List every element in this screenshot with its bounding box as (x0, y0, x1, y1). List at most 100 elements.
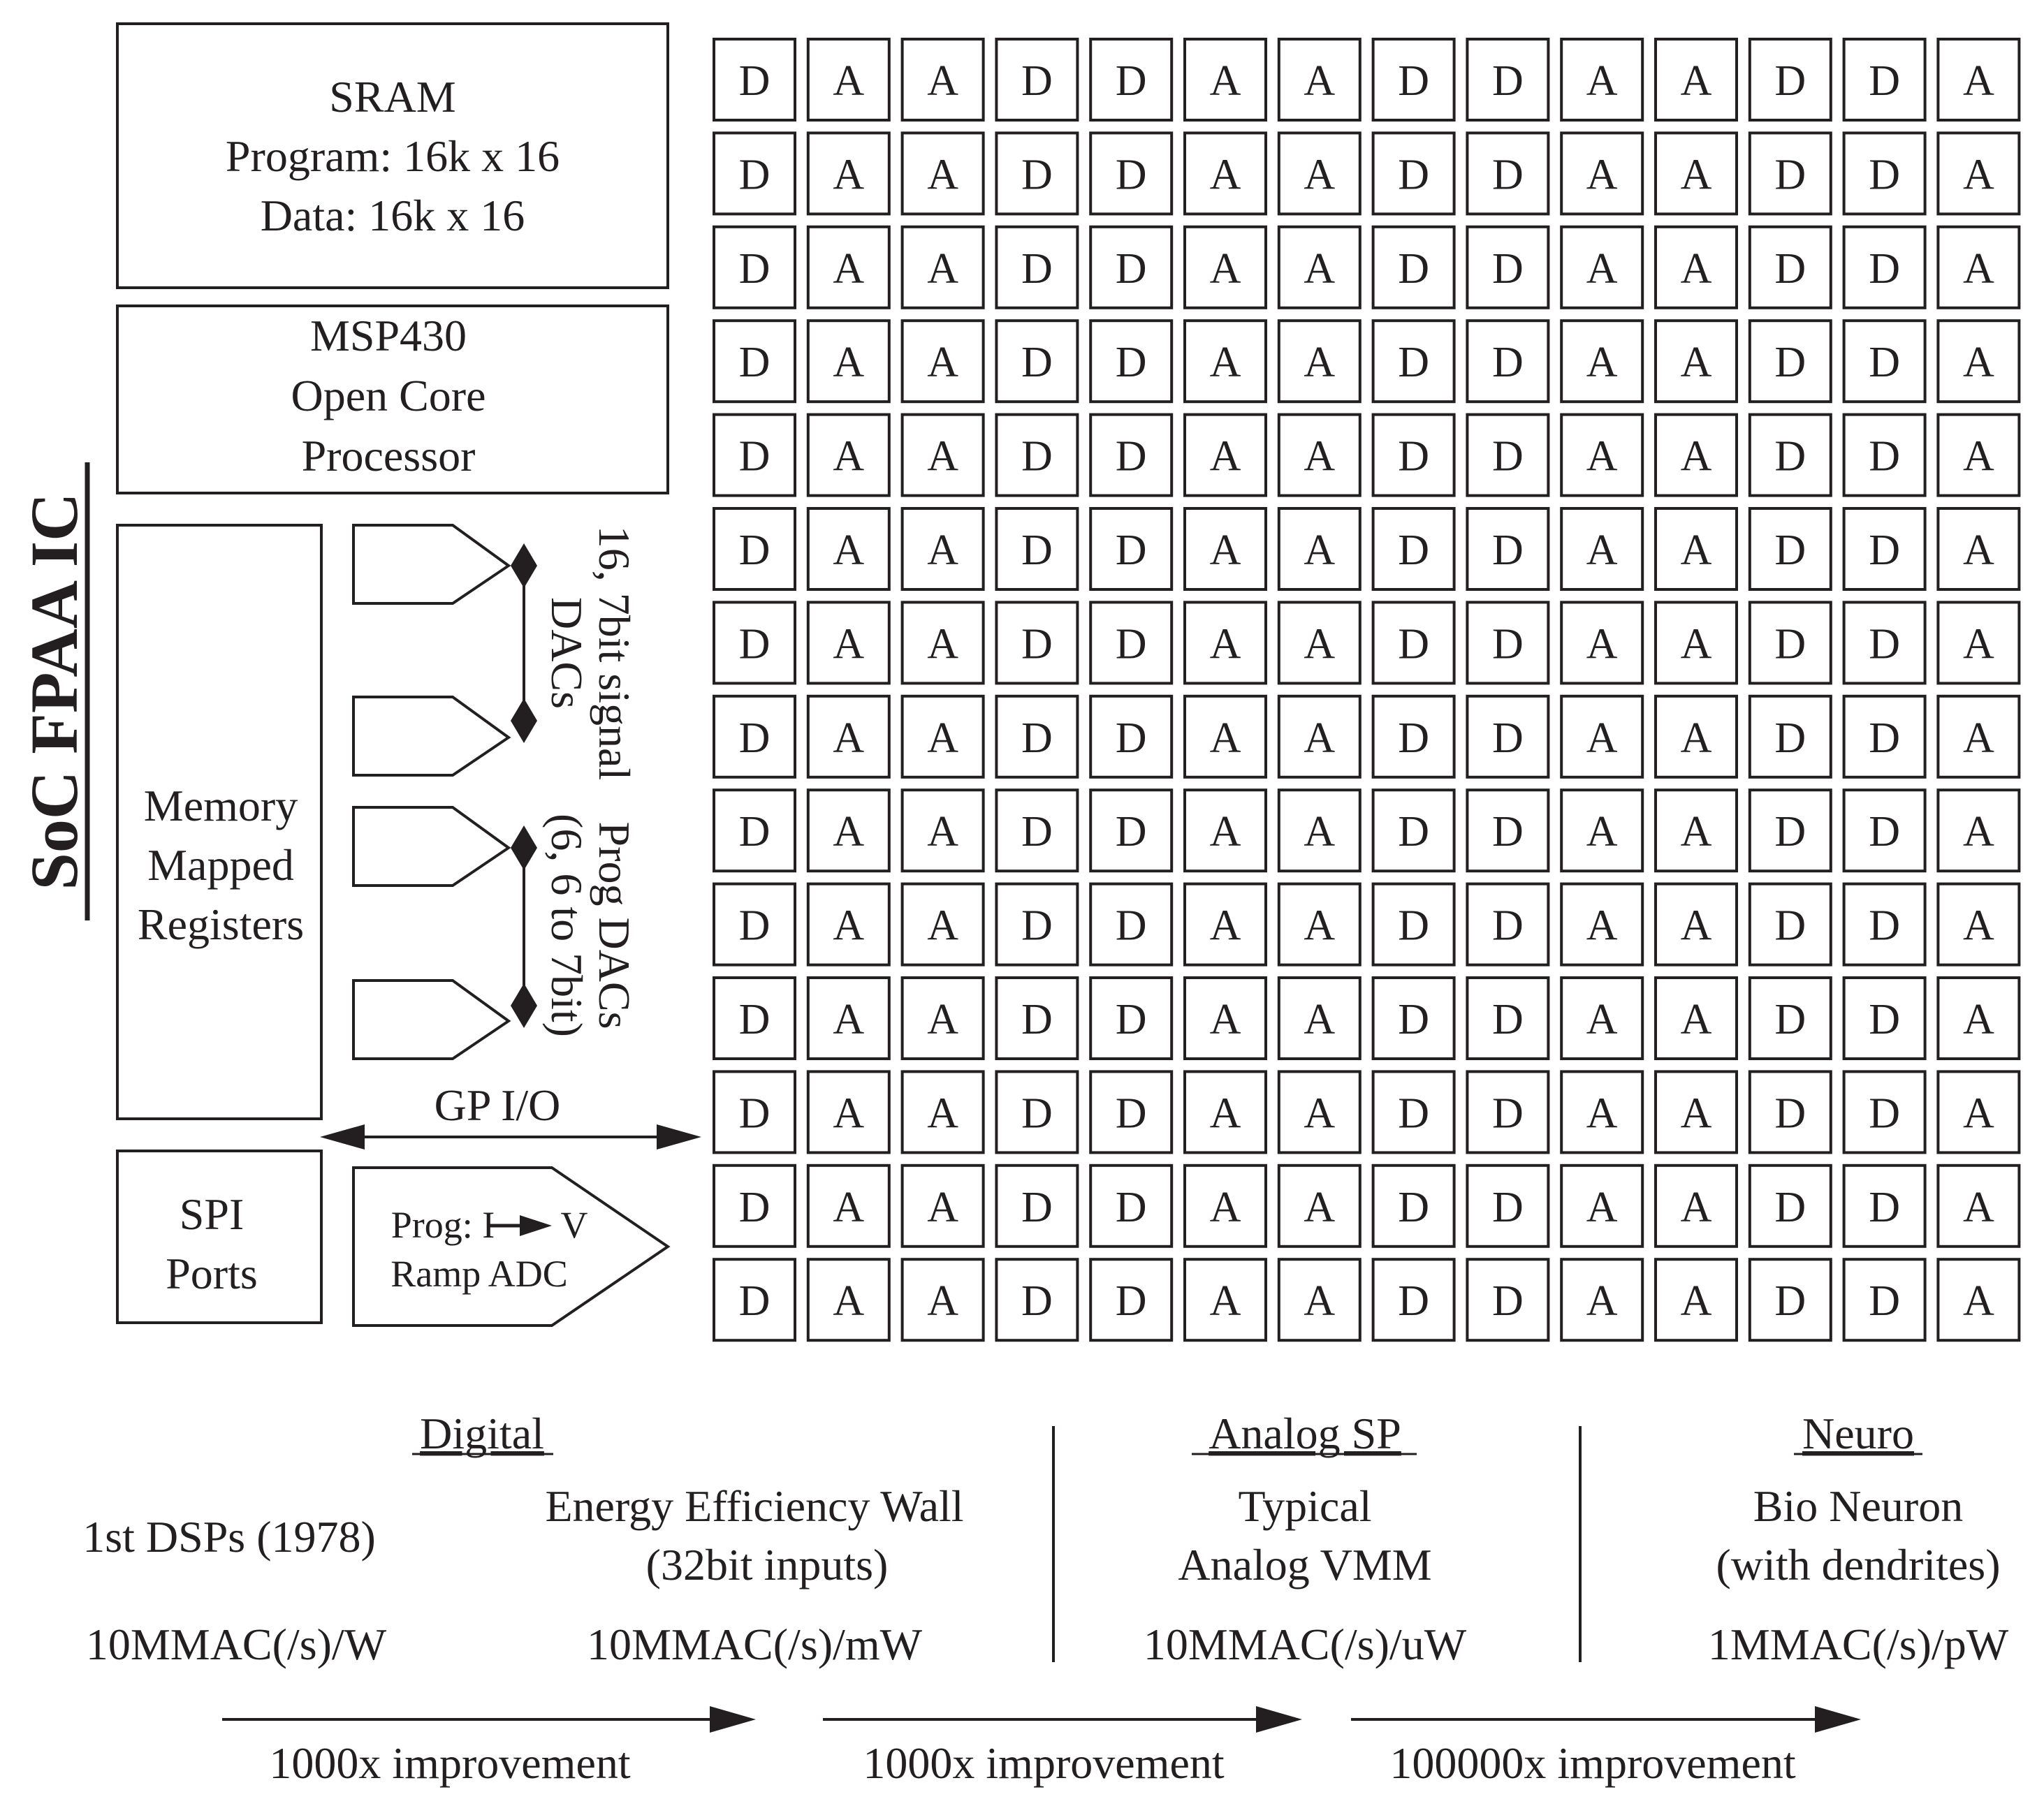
processor-line1: MSP430 (310, 311, 467, 360)
analog-tile-label: A (1963, 433, 1994, 480)
digital-tile-label: D (1774, 902, 1806, 950)
digital-tile-label: D (1021, 1089, 1053, 1137)
neuro-value: 1MMAC(/s)/pW (1708, 1620, 2009, 1669)
digital-tile-label: D (1492, 996, 1524, 1043)
analog-tile-label: A (1681, 527, 1712, 574)
digital-tile-label: D (1492, 902, 1524, 950)
analog-tile-label: A (927, 902, 958, 950)
digital-tile: D (713, 1163, 796, 1248)
digital-tile-label: D (1774, 996, 1806, 1043)
digital-wall-value: 10MMAC(/s)/mW (587, 1620, 923, 1669)
analog-tile-label: A (1304, 57, 1335, 105)
analog-tile-label: A (927, 996, 958, 1043)
analog-tile: A (900, 976, 985, 1060)
digital-tile-label: D (1116, 57, 1147, 105)
digital-tile: D (1371, 413, 1456, 497)
analog-tile: A (900, 507, 985, 591)
analog-tile: A (1560, 1163, 1644, 1248)
analog-tile: A (1654, 319, 1738, 404)
analog-tile: A (900, 1163, 985, 1248)
analog-tile: A (1277, 38, 1362, 122)
digital-tile: D (995, 1163, 1079, 1248)
digital-tile: D (1842, 319, 1927, 404)
analog-tile-label: A (1304, 902, 1335, 950)
digital-tile-label: D (739, 1277, 771, 1325)
digital-tile-label: D (1869, 1089, 1900, 1137)
digital-tile-label: D (739, 714, 771, 762)
digital-tile-label: D (1492, 620, 1524, 668)
analog-tile: A (900, 413, 985, 497)
analog-tile: A (1183, 882, 1267, 967)
digital-tile: D (713, 788, 796, 873)
prog-dacs-label: Prog DACs (6, 6 to 7bit) (542, 814, 639, 1037)
digital-tile: D (1748, 319, 1832, 404)
analog-tile-label: A (1963, 57, 1994, 105)
analog-tile: A (1560, 882, 1644, 967)
digital-tile-label: D (739, 151, 771, 198)
analog-tile: A (1560, 788, 1644, 873)
analog-tile-label: A (1304, 1277, 1335, 1325)
digital-tile: D (1371, 694, 1456, 779)
analog-tile: A (1654, 601, 1738, 685)
digital-tile: D (995, 507, 1079, 591)
digital-tile: D (1089, 131, 1174, 216)
digital-tile-label: D (739, 527, 771, 574)
signal-dacs-line2: DACs (542, 597, 592, 709)
analog-tile-label: A (1586, 245, 1618, 293)
digital-tile-label: D (1021, 57, 1053, 105)
digital-tile-label: D (1398, 57, 1429, 105)
analog-tile-label: A (833, 433, 864, 480)
digital-tile-label: D (1774, 151, 1806, 198)
analog-tile-label: A (1586, 902, 1618, 950)
digital-tile-label: D (1398, 527, 1429, 574)
analog-tile-label: A (833, 1089, 864, 1137)
analog-tile: A (806, 319, 891, 404)
prog-dacs (352, 806, 511, 1060)
digital-tile: D (1371, 882, 1456, 967)
analog-tile: A (806, 1163, 891, 1248)
adc-ramp-label: Ramp ADC (390, 1253, 568, 1295)
digital-tile-label: D (739, 1089, 771, 1137)
analog-tile: A (1936, 694, 2021, 779)
digital-tile: D (1842, 976, 1927, 1060)
digital-tile-label: D (1398, 620, 1429, 668)
digital-tile: D (995, 1070, 1079, 1154)
digital-tile: D (1842, 1258, 1927, 1342)
spi-line2: Ports (166, 1249, 258, 1298)
analog-tile-label: A (1963, 1184, 1994, 1231)
analog-tile: A (900, 319, 985, 404)
digital-tile: D (1748, 601, 1832, 685)
analog-tile: A (1277, 601, 1362, 685)
dac-bus (511, 543, 537, 1028)
digital-wall-desc2: (32bit inputs) (646, 1540, 889, 1590)
digital-wall-desc1: Energy Efficiency Wall (545, 1481, 963, 1531)
digital-tile-label: D (1021, 714, 1053, 762)
analog-tile-label: A (1586, 57, 1618, 105)
digital-tile: D (1748, 38, 1832, 122)
analog-tile-label: A (927, 620, 958, 668)
analog-tile-label: A (1681, 714, 1712, 762)
digital-tile-label: D (1116, 433, 1147, 480)
analog-tile: A (1654, 413, 1738, 497)
analog-tile-label: A (1210, 339, 1241, 386)
registers-block: Memory Mapped Registers (116, 524, 323, 1120)
digital-tile: D (1466, 694, 1550, 779)
digital-tile-label: D (739, 808, 771, 856)
analog-tile-label: A (927, 1089, 958, 1137)
improvement-arrow-2: 1000x improvement (823, 1706, 1302, 1788)
digital-tile-label: D (1774, 620, 1806, 668)
digital-tile: D (1748, 882, 1832, 967)
analog-tile: A (1183, 413, 1267, 497)
digital-tile: D (995, 601, 1079, 685)
digital-tile-label: D (1774, 808, 1806, 856)
spi-block: SPI Ports (116, 1150, 323, 1324)
analog-tile: A (1183, 131, 1267, 216)
digital-tile: D (1748, 413, 1832, 497)
analog-tile: A (1560, 225, 1644, 309)
analog-tile-label: A (1586, 714, 1618, 762)
digital-tile: D (713, 413, 796, 497)
analog-tile: A (1277, 413, 1362, 497)
digital-tile-label: D (1398, 1277, 1429, 1325)
digital-tile: D (1748, 507, 1832, 591)
